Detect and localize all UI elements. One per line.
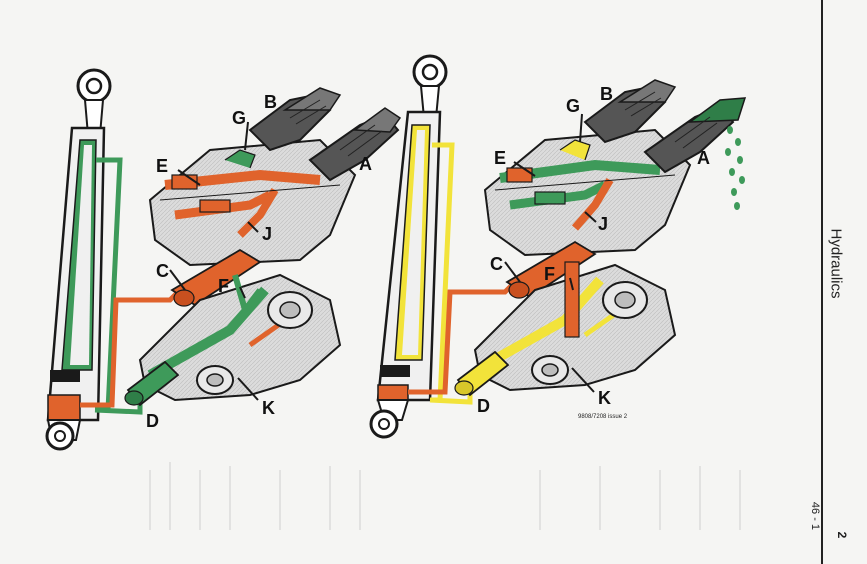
right-ram-cylinder	[369, 54, 448, 439]
right-leader-lines	[504, 113, 597, 393]
left-label-d: D	[146, 411, 159, 431]
right-spool-c	[505, 240, 597, 299]
left-label-b: B	[264, 92, 277, 112]
left-label-k: K	[262, 398, 275, 418]
right-diagram: B G A E J C F D K 9808/7208 issue 2	[369, 54, 747, 439]
left-label-e: E	[156, 156, 168, 176]
left-upper-valve-block	[148, 138, 357, 267]
reference-number: 9808/7208 issue 2	[578, 414, 628, 420]
right-label-d: D	[477, 396, 490, 416]
right-hose-b	[583, 79, 677, 144]
page-number: 46 - 1	[809, 501, 821, 531]
left-orange-pressure-line	[80, 288, 182, 408]
left-lower-valve-block	[138, 273, 342, 402]
right-lower-valve-block	[473, 261, 677, 392]
left-hose-a	[308, 107, 402, 182]
left-label-a: A	[359, 154, 372, 174]
left-leader-lines	[169, 121, 259, 401]
right-label-c: C	[490, 254, 503, 274]
right-label-b: B	[600, 84, 613, 104]
right-label-f: F	[544, 264, 555, 284]
section-title: Hydraulics	[827, 228, 845, 299]
left-ram-cylinder	[45, 68, 112, 451]
right-fluid-drips	[725, 126, 745, 210]
left-label-g: G	[232, 108, 246, 128]
sheet-number: 2	[835, 531, 849, 539]
right-label-j: J	[598, 214, 608, 234]
right-hose-a	[643, 97, 747, 174]
left-spool-d	[124, 360, 180, 407]
left-label-j: J	[262, 224, 272, 244]
right-orange-pressure-line	[408, 280, 517, 395]
left-label-c: C	[156, 261, 169, 281]
left-label-f: F	[218, 276, 229, 296]
right-label-e: E	[494, 148, 506, 168]
right-label-g: G	[566, 96, 580, 116]
margin-rule	[821, 0, 823, 564]
left-hose-b	[248, 87, 342, 152]
right-label-a: A	[697, 148, 710, 168]
left-diagram: B G A E J C F D K	[45, 68, 402, 451]
right-label-k: K	[598, 388, 611, 408]
right-spool-d	[454, 350, 510, 397]
show-through-text	[149, 462, 741, 530]
